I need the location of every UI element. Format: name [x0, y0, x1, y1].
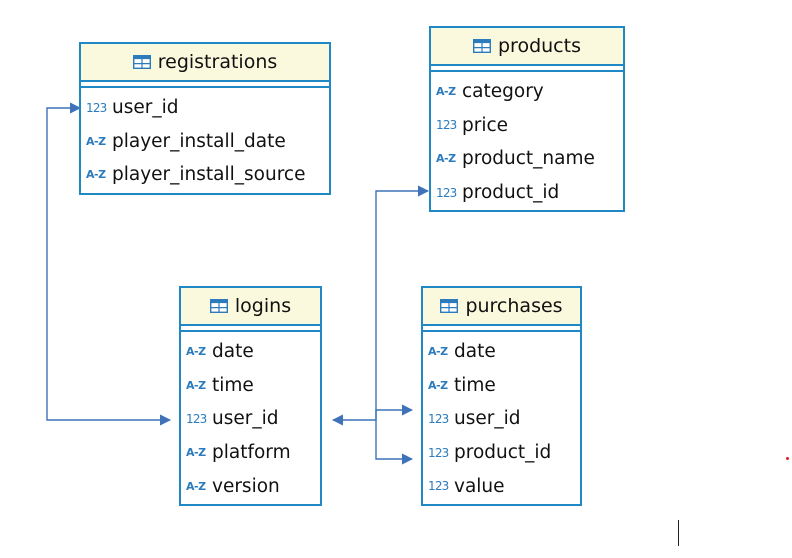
- link-registrations-logins: [46, 102, 172, 426]
- entity-title: purchases: [465, 295, 563, 317]
- column-name: value: [454, 475, 505, 497]
- entity-title: products: [498, 35, 581, 57]
- numeric-type-icon: 123: [428, 445, 449, 460]
- column-name: time: [454, 374, 496, 396]
- column-row[interactable]: A-Z time: [181, 369, 320, 403]
- entity-title: logins: [234, 295, 292, 317]
- column-row[interactable]: A-Z platform: [181, 436, 320, 470]
- entity-header: products: [431, 28, 623, 66]
- entity-products[interactable]: products A-Z category 123 price A-Z prod…: [429, 26, 625, 212]
- entity-title: registrations: [157, 51, 278, 73]
- column-name: player_install_source: [112, 164, 306, 186]
- link-logins-purchases: [331, 404, 414, 426]
- text-type-icon: A-Z: [428, 345, 448, 359]
- column-row[interactable]: A-Z date: [423, 335, 580, 369]
- column-name: price: [462, 114, 509, 136]
- column-row[interactable]: 123 user_id: [423, 402, 580, 436]
- column-name: product_name: [462, 148, 595, 170]
- entity-registrations[interactable]: registrations 123 user_id A-Z player_ins…: [79, 42, 331, 195]
- column-name: user_id: [112, 97, 179, 119]
- column-name: product_id: [454, 442, 552, 464]
- table-grid-icon: [132, 55, 151, 69]
- column-row[interactable]: 123 product_id: [423, 436, 580, 470]
- entity-logins[interactable]: logins A-Z date A-Z time 123 user_id A-Z…: [179, 286, 322, 506]
- text-type-icon: A-Z: [86, 168, 106, 182]
- text-type-icon: A-Z: [436, 85, 456, 99]
- table-grid-icon: [473, 39, 491, 53]
- text-type-icon: A-Z: [428, 378, 448, 392]
- text-type-icon: A-Z: [186, 446, 206, 460]
- numeric-type-icon: 123: [428, 479, 449, 494]
- text-type-icon: A-Z: [186, 378, 206, 392]
- column-row[interactable]: 123 user_id: [81, 91, 329, 125]
- text-type-icon: A-Z: [186, 345, 206, 359]
- numeric-type-icon: 123: [186, 411, 207, 426]
- text-type-icon: A-Z: [186, 479, 206, 493]
- numeric-type-icon: 123: [86, 100, 107, 115]
- column-name: version: [212, 475, 280, 497]
- column-row[interactable]: A-Z date: [181, 335, 320, 369]
- column-row[interactable]: 123 value: [423, 469, 580, 503]
- column-name: user_id: [212, 408, 279, 430]
- column-name: category: [462, 81, 544, 103]
- column-name: date: [454, 341, 496, 363]
- link-products-purchases: [375, 185, 430, 465]
- table-grid-icon: [440, 299, 459, 313]
- column-row[interactable]: A-Z player_install_source: [81, 158, 329, 192]
- column-row[interactable]: 123 user_id: [181, 402, 320, 436]
- text-cursor: [678, 520, 679, 546]
- text-type-icon: A-Z: [86, 134, 106, 148]
- column-row[interactable]: 123 price: [431, 109, 623, 143]
- column-row[interactable]: A-Z time: [423, 369, 580, 403]
- text-type-icon: A-Z: [436, 152, 456, 166]
- column-name: platform: [212, 442, 291, 464]
- header-divider: [181, 326, 320, 332]
- entity-purchases[interactable]: purchases A-Z date A-Z time 123 user_id …: [421, 286, 582, 506]
- stray-mark: [786, 457, 789, 460]
- column-row[interactable]: A-Z player_install_date: [81, 125, 329, 159]
- numeric-type-icon: 123: [436, 118, 457, 133]
- column-row[interactable]: A-Z product_name: [431, 142, 623, 176]
- column-row[interactable]: A-Z version: [181, 469, 320, 503]
- column-name: time: [212, 374, 254, 396]
- column-name: product_id: [462, 182, 560, 204]
- header-divider: [431, 66, 623, 72]
- column-name: date: [212, 341, 254, 363]
- column-name: user_id: [454, 408, 521, 430]
- column-name: player_install_date: [112, 130, 286, 152]
- header-divider: [423, 326, 580, 332]
- column-row[interactable]: A-Z category: [431, 75, 623, 109]
- column-row[interactable]: 123 product_id: [431, 176, 623, 210]
- numeric-type-icon: 123: [428, 411, 449, 426]
- table-grid-icon: [209, 299, 228, 313]
- entity-header: logins: [181, 288, 320, 326]
- entity-header: purchases: [423, 288, 580, 326]
- numeric-type-icon: 123: [436, 185, 457, 200]
- header-divider: [81, 82, 329, 88]
- entity-header: registrations: [81, 44, 329, 82]
